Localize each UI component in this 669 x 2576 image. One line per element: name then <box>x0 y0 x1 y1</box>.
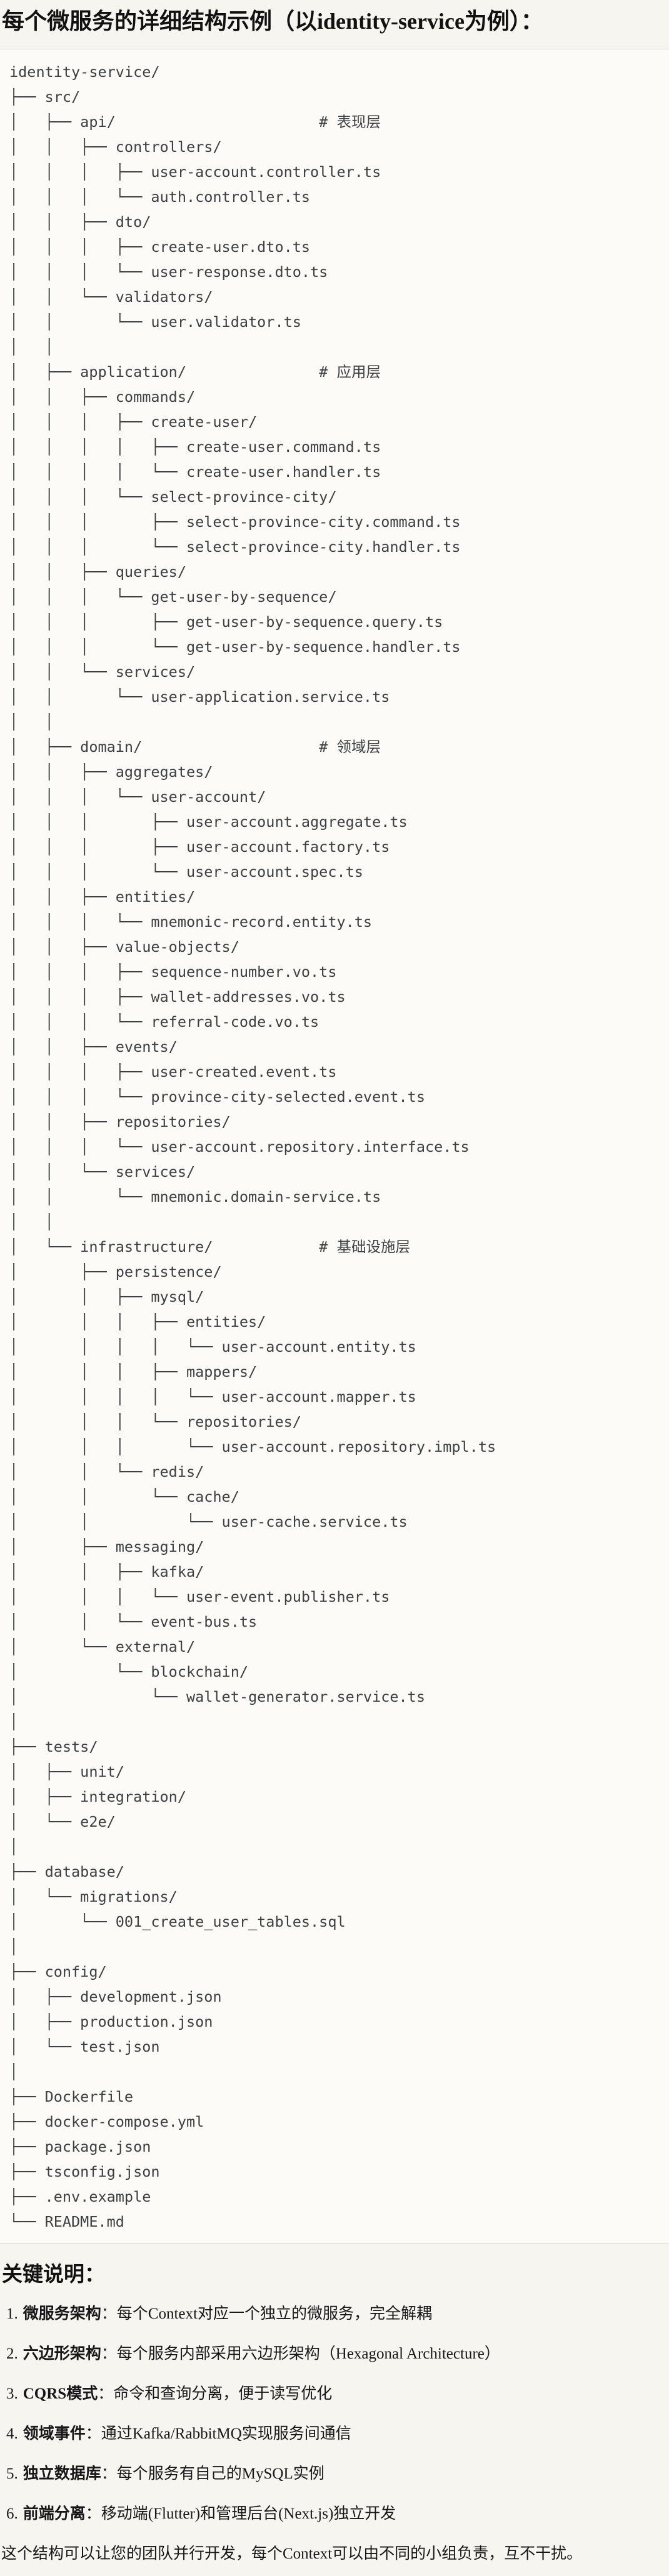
note-separator: ： <box>101 2305 117 2322</box>
note-text: 每个服务有自己的MySQL实例 <box>116 2465 324 2482</box>
note-text: 通过Kafka/RabbitMQ实现服务间通信 <box>101 2425 351 2442</box>
note-number: 1. <box>6 2305 18 2322</box>
note-separator: ： <box>98 2385 114 2402</box>
directory-tree-block: identity-service/ ├── src/ │ ├── api/ # … <box>0 49 669 2244</box>
note-item-database: 5. 独立数据库：每个服务有自己的MySQL实例 <box>6 2465 669 2483</box>
notes-heading: 关键说明： <box>2 2264 105 2286</box>
note-label: 六边形架构 <box>23 2345 101 2362</box>
note-number: 3. <box>6 2385 18 2402</box>
note-separator: ： <box>85 2425 101 2442</box>
note-text: 命令和查询分离，便于读写优化 <box>113 2385 333 2402</box>
note-label: 微服务架构 <box>23 2305 101 2322</box>
note-separator: ： <box>101 2345 117 2362</box>
note-item-cqrs: 3. CQRS模式：命令和查询分离，便于读写优化 <box>6 2385 669 2403</box>
note-text: 移动端(Flutter)和管理后台(Next.js)独立开发 <box>101 2505 396 2522</box>
note-number: 5. <box>6 2465 18 2482</box>
note-item-domain-events: 4. 领域事件：通过Kafka/RabbitMQ实现服务间通信 <box>6 2425 669 2443</box>
note-number: 4. <box>6 2425 18 2442</box>
note-separator: ： <box>85 2505 101 2522</box>
closing-paragraph: 这个结构可以让您的团队并行开发，每个Context可以由不同的小组负责，互不干扰… <box>1 2545 583 2562</box>
page: { "title": "每个微服务的详细结构示例（以identity-servi… <box>0 7 669 2564</box>
note-separator: ： <box>101 2465 117 2482</box>
note-label: 前端分离 <box>23 2505 86 2522</box>
note-item-hexagonal: 2. 六边形架构：每个服务内部采用六边形架构（Hexagonal Architec… <box>6 2345 669 2363</box>
note-item-microservice: 1. 微服务架构：每个Context对应一个独立的微服务，完全解耦 <box>6 2305 669 2323</box>
note-text: 每个服务内部采用六边形架构（Hexagonal Architecture） <box>116 2345 500 2362</box>
note-label: CQRS模式 <box>23 2385 98 2402</box>
note-item-frontend: 6. 前端分离：移动端(Flutter)和管理后台(Next.js)独立开发 <box>6 2505 669 2523</box>
notes-list: 1.微服务架构：每个Context对应一个独立的微服务，完全解耦 2.六边形架构… <box>0 2305 669 2523</box>
page-title: 每个微服务的详细结构示例（以identity-service为例）： <box>2 9 543 34</box>
directory-tree: identity-service/ ├── src/ │ ├── api/ # … <box>9 63 496 2230</box>
note-text: 每个Context对应一个独立的微服务，完全解耦 <box>116 2305 432 2322</box>
note-number: 6. <box>6 2505 18 2522</box>
note-label: 领域事件 <box>23 2425 86 2442</box>
note-label: 独立数据库 <box>23 2465 101 2482</box>
note-number: 2. <box>6 2345 18 2362</box>
